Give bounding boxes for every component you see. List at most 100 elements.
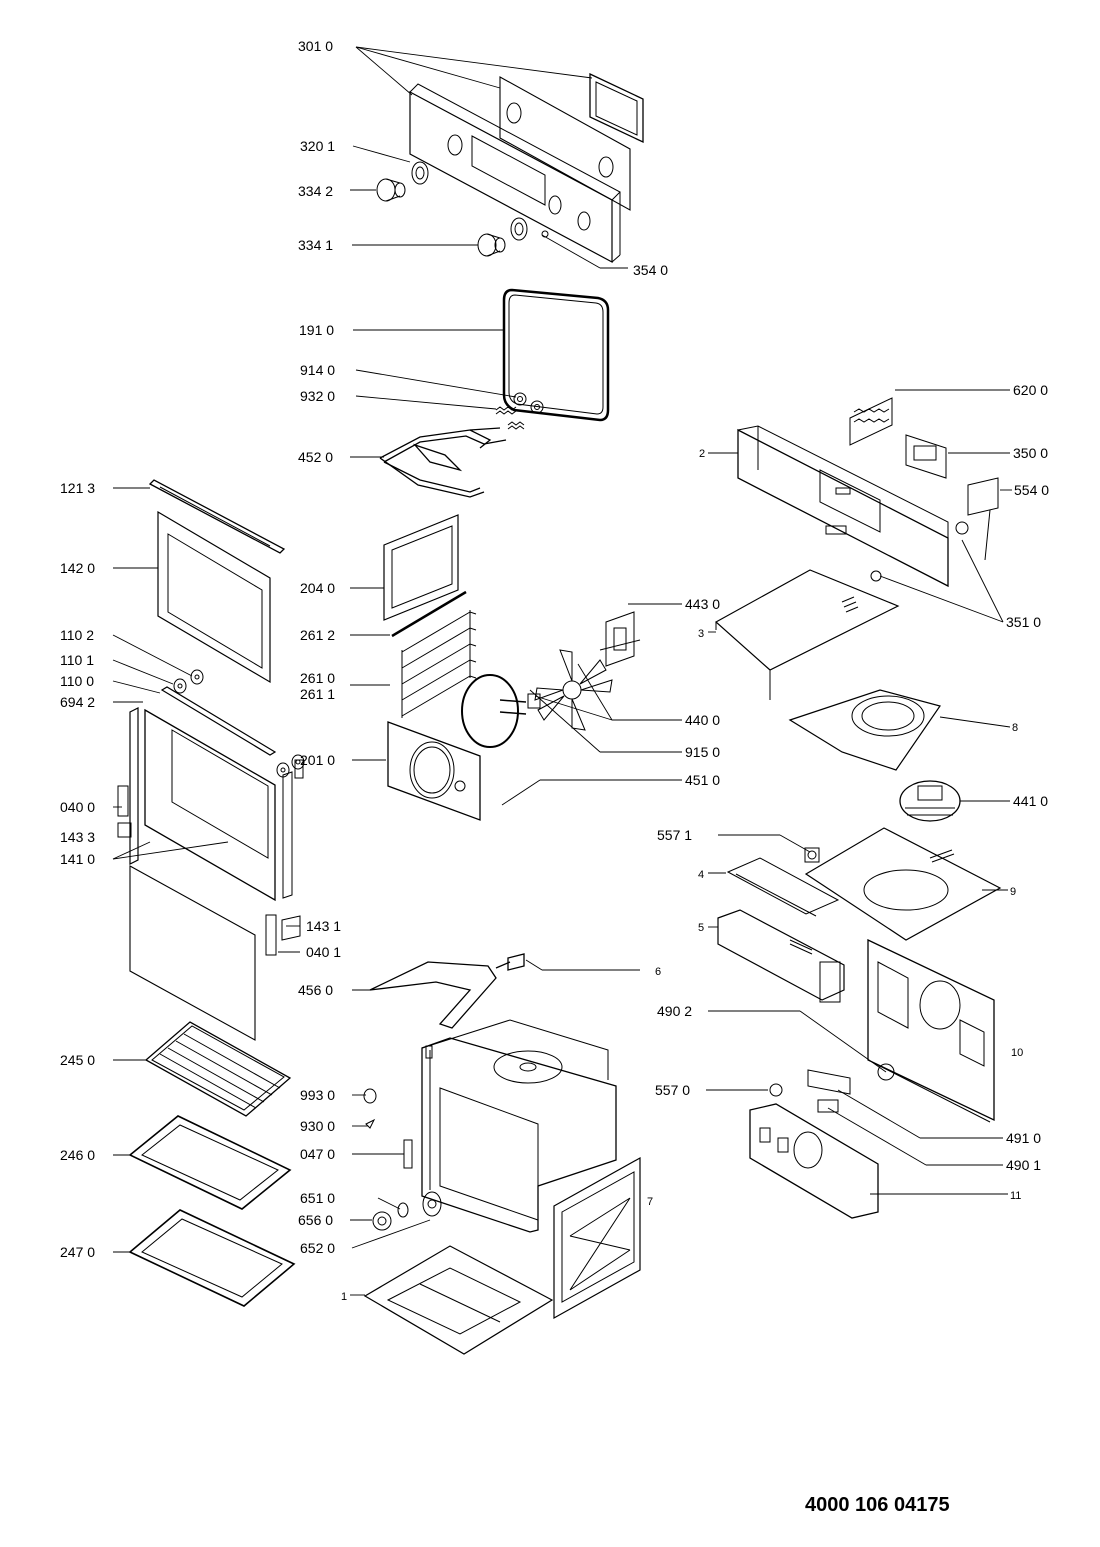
label-5: 5: [698, 922, 705, 934]
switch-small: [818, 1100, 838, 1112]
document-code: 4000 106 04175: [805, 1494, 950, 1516]
terminal-block: [850, 398, 892, 445]
label-6: 6: [655, 966, 662, 978]
wire-shelf: [146, 1022, 290, 1116]
label-491-0: 491 0: [1006, 1130, 1042, 1146]
label-930-0: 930 0: [300, 1118, 336, 1134]
label-201-0: 201 0: [300, 752, 336, 768]
top-cover: [716, 570, 898, 700]
door-top-rail: [150, 480, 284, 553]
label-932-0: 932 0: [300, 388, 336, 404]
grill-element: [380, 428, 506, 497]
label-557-1: 557 1: [657, 827, 693, 843]
label-261-0: 261 0: [300, 670, 336, 686]
label-110-1: 110 1: [60, 652, 94, 668]
label-3: 3: [698, 628, 705, 640]
label-047-0: 047 0: [300, 1146, 336, 1162]
back-panel: [868, 940, 994, 1122]
label-456-0: 456 0: [298, 982, 334, 998]
knobs: [377, 162, 527, 256]
control-module: [750, 1104, 878, 1218]
label-247-0: 247 0: [60, 1244, 96, 1260]
outer-door: [118, 687, 303, 955]
bottom-plate: [365, 1246, 552, 1354]
thermal-fuse: [770, 1084, 782, 1096]
label-8: 8: [1012, 722, 1019, 734]
label-354-0: 354 0: [633, 262, 669, 278]
deep-tray: [130, 1210, 294, 1306]
label-142-0: 142 0: [60, 560, 96, 576]
label-040-0: 040 0: [60, 799, 96, 815]
label-651-0: 651 0: [300, 1190, 336, 1206]
cooling-fan: [900, 781, 960, 821]
label-10: 10: [1011, 1047, 1024, 1059]
label-652-0: 652 0: [300, 1240, 336, 1256]
label-2: 2: [699, 448, 706, 460]
circular-element: [462, 675, 526, 747]
label-993-0: 993 0: [300, 1087, 336, 1103]
fan-nut: [528, 694, 540, 708]
leader-lines: [113, 47, 1012, 1295]
bottom-element: [370, 954, 524, 1028]
label-110-2: 110 2: [60, 627, 94, 643]
glass-spacers: [174, 670, 304, 777]
lamp-socket: [956, 522, 968, 534]
label-451-0: 451 0: [685, 772, 721, 788]
label-914-0: 914 0: [300, 362, 336, 378]
label-320-1: 320 1: [300, 138, 336, 154]
label-246-0: 246 0: [60, 1147, 96, 1163]
label-11: 11: [1010, 1190, 1022, 1202]
label-554-0: 554 0: [1014, 482, 1050, 498]
label-141-0: 141 0: [60, 851, 96, 867]
label-1: 1: [341, 1291, 348, 1303]
rear-frame: [738, 426, 948, 586]
fan-shroud: [790, 690, 940, 770]
shelf-supports: [392, 592, 476, 718]
label-656-0: 656 0: [298, 1212, 334, 1228]
label-441-0: 441 0: [1013, 793, 1049, 809]
label-204-0: 204 0: [300, 580, 336, 596]
fan-cover: [388, 722, 480, 820]
fan-motor: [600, 612, 640, 666]
label-915-0: 915 0: [685, 744, 721, 760]
label-301-0: 301 0: [298, 38, 334, 54]
side-panel: [384, 515, 458, 620]
label-452-0: 452 0: [298, 449, 334, 465]
side-wall: [554, 1158, 640, 1318]
lamp-parts: [496, 393, 543, 429]
control-panel: [410, 74, 643, 262]
thermostat: [805, 848, 819, 862]
oven-cavity: [422, 1020, 616, 1232]
front-rail: [728, 858, 838, 916]
label-620-0: 620 0: [1013, 382, 1049, 398]
label-191-0: 191 0: [299, 322, 335, 338]
label-245-0: 245 0: [60, 1052, 96, 1068]
baking-tray: [130, 1116, 290, 1209]
door-gasket: [504, 290, 608, 420]
label-040-1: 040 1: [306, 944, 342, 960]
top-plate: [806, 828, 1000, 940]
label-490-1: 490 1: [1006, 1157, 1042, 1173]
label-440-0: 440 0: [685, 712, 721, 728]
label-490-2: 490 2: [657, 1003, 693, 1019]
label-261-2: 261 2: [300, 627, 336, 643]
switch-block: [808, 1070, 850, 1094]
label-143-1: 143 1: [306, 918, 342, 934]
label-557-0: 557 0: [655, 1082, 691, 1098]
label-9: 9: [1010, 886, 1017, 898]
selector-knob: [878, 1064, 894, 1080]
label-110-0: 110 0: [60, 673, 94, 689]
outer-glass: [130, 866, 255, 1040]
label-334-1: 334 1: [298, 237, 334, 253]
label-351-0: 351 0: [1006, 614, 1042, 630]
inner-glass: [158, 512, 270, 682]
lamp-socket-2: [871, 571, 881, 581]
label-121-3: 121 3: [60, 480, 96, 496]
label-694-2: 694 2: [60, 694, 96, 710]
label-443-0: 443 0: [685, 596, 721, 612]
fan-blade: [535, 650, 612, 730]
timer-display: [906, 435, 946, 478]
label-7: 7: [647, 1196, 654, 1208]
